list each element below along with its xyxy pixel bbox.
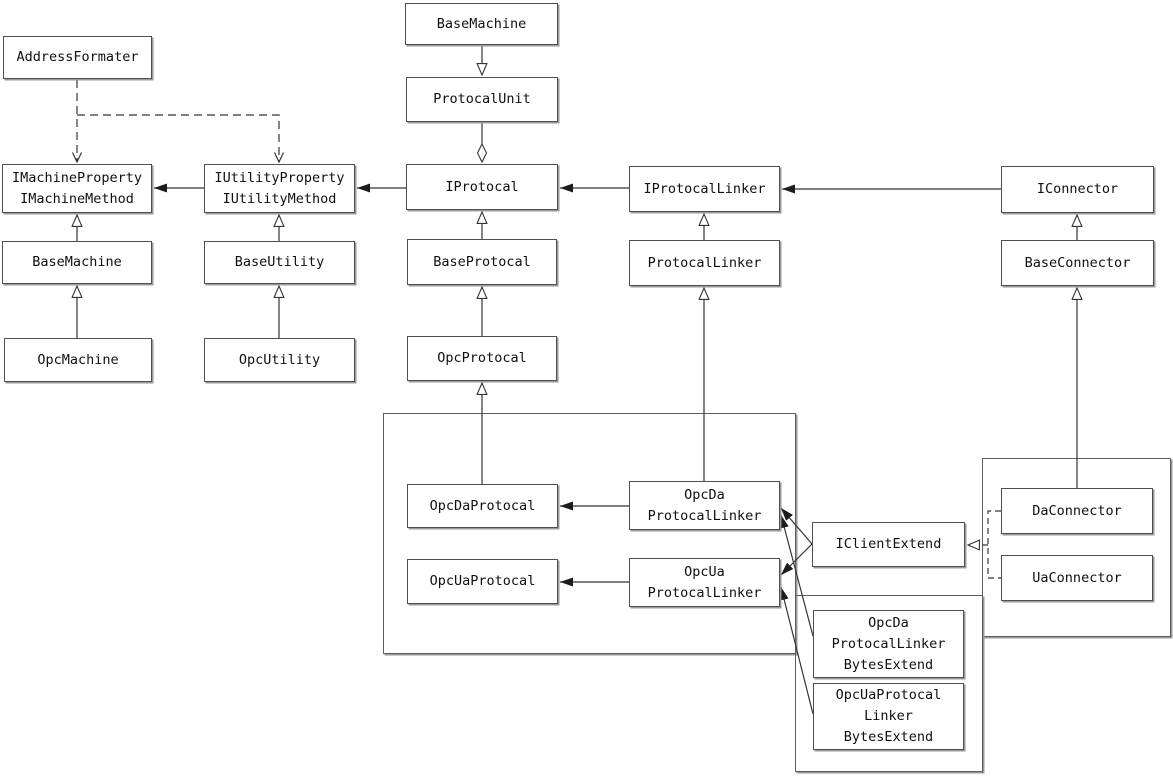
node-opc-machine: OpcMachine [4,338,152,382]
node-opc-da-protocal-linker: OpcDa ProtocalLinker [629,481,780,530]
node-opc-da-protocal-linker-bytes-extend: OpcDa ProtocalLinker BytesExtend [813,610,964,678]
node-opc-da-protocal: OpcDaProtocal [407,484,558,528]
node-base-protocal: BaseProtocal [407,239,557,285]
node-address-formater: AddressFormater [3,36,152,79]
edge-opcdabytesextend-to-opcdaprotocallinker [779,514,814,637]
node-opc-protocal: OpcProtocal [407,336,557,381]
node-base-machine-top: BaseMachine [405,3,558,45]
edge-iclientextend-to-opcuaprotocallinker [780,543,813,576]
group-opc-protocal-section [383,413,796,654]
node-opc-ua-protocal-linker-bytes-extend: OpcUaProtocal Linker BytesExtend [813,683,964,750]
node-da-connector: DaConnector [1001,488,1153,534]
node-iconnector: IConnector [1001,166,1154,213]
node-protocal-linker: ProtocalLinker [629,240,780,286]
node-opc-utility: OpcUtility [204,338,355,382]
node-iprotocal-linker: IProtocalLinker [629,166,780,212]
node-opc-ua-protocal-linker: OpcUa ProtocalLinker [629,558,780,607]
node-base-connector: BaseConnector [1001,240,1154,286]
node-ua-connector: UaConnector [1001,555,1153,601]
group-bytes-extend-section [795,595,983,772]
node-iclient-extend: IClientExtend [812,522,965,567]
edge-connectors-dashed-joint [987,510,1001,579]
node-base-utility: BaseUtility [204,241,355,284]
node-protocal-unit: ProtocalUnit [406,77,558,122]
edge-opcuabytesextend-to-opcuaprotocallinker [779,586,814,715]
node-iprotocal: IProtocal [406,164,558,210]
edge-iclientextend-to-opcdaprotocallinker [780,507,813,545]
node-imachine-property: IMachineProperty IMachineMethod [2,164,152,213]
node-opc-ua-protocal: OpcUaProtocal [407,559,558,604]
edge-addressformater-depends-iutilityproperty [77,114,279,162]
node-base-machine-left: BaseMachine [2,241,152,284]
node-iutility-property: IUtilityProperty IUtilityMethod [204,164,355,213]
